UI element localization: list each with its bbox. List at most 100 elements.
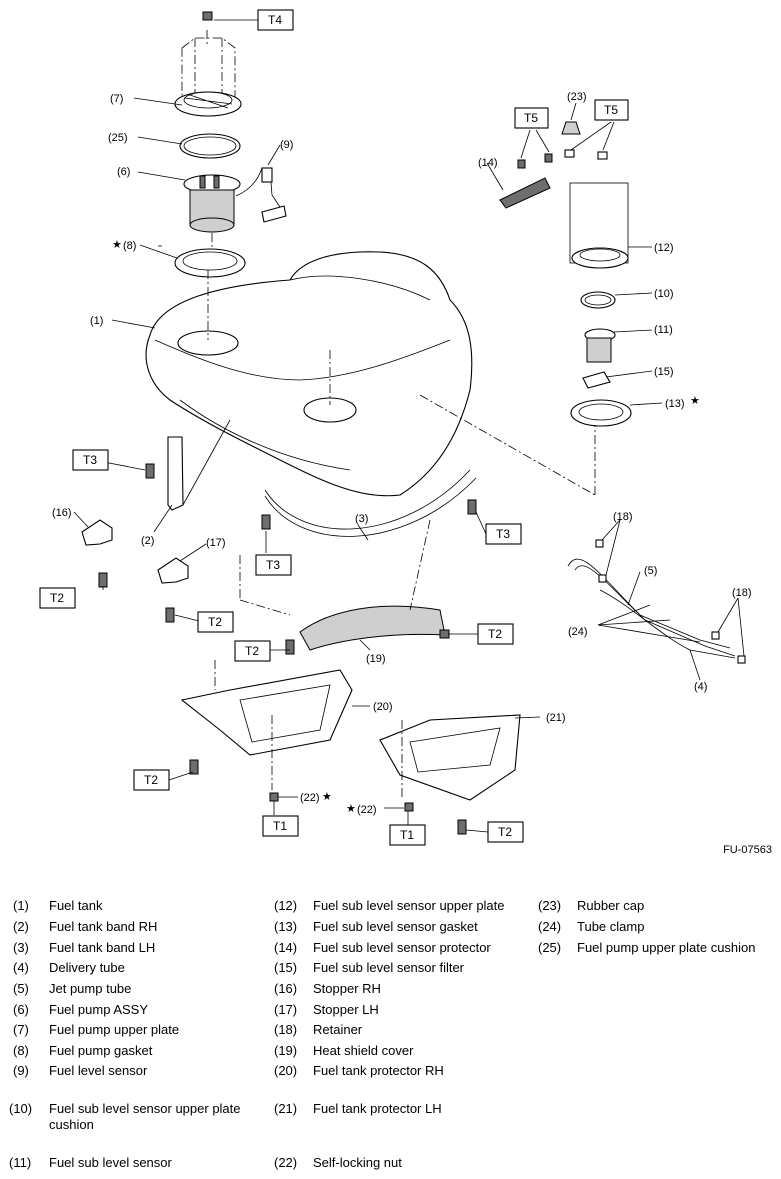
fuel-tank-protector-lh <box>379 714 521 801</box>
callout-17: (17) <box>206 537 226 549</box>
legend-name: Fuel sub level sensor <box>49 1155 172 1170</box>
legend-name: Tube clamp <box>577 919 645 934</box>
callout-20: (20) <box>373 701 393 713</box>
legend-name: Retainer <box>313 1022 363 1037</box>
star-13: ★ <box>690 395 700 407</box>
legend-num: (9) <box>13 1063 29 1078</box>
fuel-sub-level-sensor-upper-plate-cushion <box>580 291 616 309</box>
star-22-lh: ★ <box>346 803 356 815</box>
callout-labels: (7) (25) (6) (9) ★ (8) (1) (23) (14) (12… <box>52 91 752 816</box>
legend-num: (5) <box>13 981 29 996</box>
legend-num: (18) <box>274 1022 298 1037</box>
leader-lines <box>73 19 745 833</box>
callout-5: (5) <box>644 565 657 577</box>
legend-num: (25) <box>538 940 562 955</box>
exploded-diagram: T4 T5 T5 T3 T3 T3 T2 T2 T2 T2 T2 T2 T1 T… <box>39 9 772 856</box>
legend-num: (12) <box>274 898 298 913</box>
fuel-tank-band-rh <box>167 419 231 511</box>
figure-code: FU-07563 <box>723 844 772 856</box>
legend-num: (11) <box>9 1155 32 1170</box>
legend-name: Heat shield cover <box>313 1043 414 1058</box>
legend-name: Fuel pump upper plate <box>49 1022 180 1037</box>
legend-num: (22) <box>274 1155 298 1170</box>
fuel-sub-level-sensor-gasket <box>570 399 632 427</box>
legend-num: (17) <box>274 1002 298 1017</box>
fuel-tank <box>145 251 473 497</box>
callout-22-lh: (22) <box>357 804 377 816</box>
legend-num: (2) <box>13 919 29 934</box>
torque-t3-band-lh: T3 <box>266 558 280 572</box>
legend-num: (15) <box>274 960 298 975</box>
legend-name: Fuel level sensor <box>49 1063 148 1078</box>
callout-18-right: (18) <box>732 587 752 599</box>
callout-12: (12) <box>654 242 674 254</box>
legend-num: (13) <box>274 919 298 934</box>
fuel-pump-upper-plate-cushion <box>179 133 241 159</box>
legend-name: Fuel tank <box>49 898 103 913</box>
torque-t1-rh: T1 <box>273 819 287 833</box>
heat-shield-cover <box>299 605 446 651</box>
legend-name: Fuel tank band RH <box>49 919 158 934</box>
legend-num: (24) <box>538 919 562 934</box>
star-22-rh: ★ <box>322 791 332 803</box>
torque-t2-protector-lh: T2 <box>498 825 512 839</box>
callout-13: (13) <box>665 398 685 410</box>
callout-4: (4) <box>694 681 707 693</box>
fuel-sub-level-sensor-protector <box>499 153 553 209</box>
callout-6: (6) <box>117 166 130 178</box>
callout-18-top: (18) <box>613 511 633 523</box>
legend-name: Fuel sub level sensor upper plate cushio… <box>49 1101 241 1132</box>
fuel-pump-upper-plate <box>174 11 242 117</box>
callout-14: (14) <box>478 157 498 169</box>
legend-name: Fuel tank protector RH <box>313 1063 444 1078</box>
callout-25: (25) <box>108 132 128 144</box>
legend-name: Fuel pump gasket <box>49 1043 153 1058</box>
legend-num: (4) <box>13 960 29 975</box>
callout-24: (24) <box>568 626 588 638</box>
legend-num: (23) <box>538 898 562 913</box>
legend-num: (1) <box>13 898 29 913</box>
fuel-pump-assembly <box>183 174 241 252</box>
callout-3: (3) <box>355 513 368 525</box>
stopper-lh <box>157 557 189 584</box>
fuel-tank-protector-rh <box>180 669 353 756</box>
fuel-sub-level-sensor-upper-plate <box>569 182 629 269</box>
legend-name: Fuel tank protector LH <box>313 1101 442 1116</box>
torque-t4: T4 <box>268 13 282 27</box>
callout-8: (8) <box>123 240 136 252</box>
legend-name: Self-locking nut <box>313 1155 402 1170</box>
stopper-rh <box>81 519 113 546</box>
delivery-tube <box>599 589 736 659</box>
legend-name: Fuel sub level sensor filter <box>313 960 465 975</box>
legend-num: (21) <box>274 1101 298 1116</box>
callout-7: (7) <box>110 93 123 105</box>
callout-16: (16) <box>52 507 72 519</box>
callout-21: (21) <box>546 712 566 724</box>
callout-2: (2) <box>141 535 154 547</box>
rubber-cap <box>561 121 608 160</box>
legend-name: Stopper LH <box>313 1002 379 1017</box>
star-8: ★ <box>112 239 122 251</box>
fuel-level-sensor <box>235 167 287 223</box>
fuel-pump-gasket <box>174 248 246 278</box>
retainer <box>595 539 746 664</box>
legend-num: (20) <box>274 1063 298 1078</box>
legend-num: (19) <box>274 1043 298 1058</box>
torque-t5-right: T5 <box>604 103 618 117</box>
legend-num: (7) <box>13 1022 29 1037</box>
legend-num: (8) <box>13 1043 29 1058</box>
callout-9: (9) <box>280 139 293 151</box>
callout-19: (19) <box>366 653 386 665</box>
callout-10: (10) <box>654 288 674 300</box>
fuel-sub-level-sensor <box>584 328 616 363</box>
legend-name: Fuel sub level sensor gasket <box>313 919 478 934</box>
legend-name: Jet pump tube <box>49 981 132 996</box>
legend-name: Fuel sub level sensor upper plate <box>313 898 505 913</box>
legend-num: (10) <box>9 1101 33 1116</box>
torque-t2-stopper-lh: T2 <box>208 615 222 629</box>
legend-num: (16) <box>274 981 298 996</box>
legend-name: Delivery tube <box>49 960 125 975</box>
torque-t2-protector-rh: T2 <box>144 773 158 787</box>
callout-1: (1) <box>90 315 103 327</box>
legend-name: Fuel tank band LH <box>49 940 156 955</box>
